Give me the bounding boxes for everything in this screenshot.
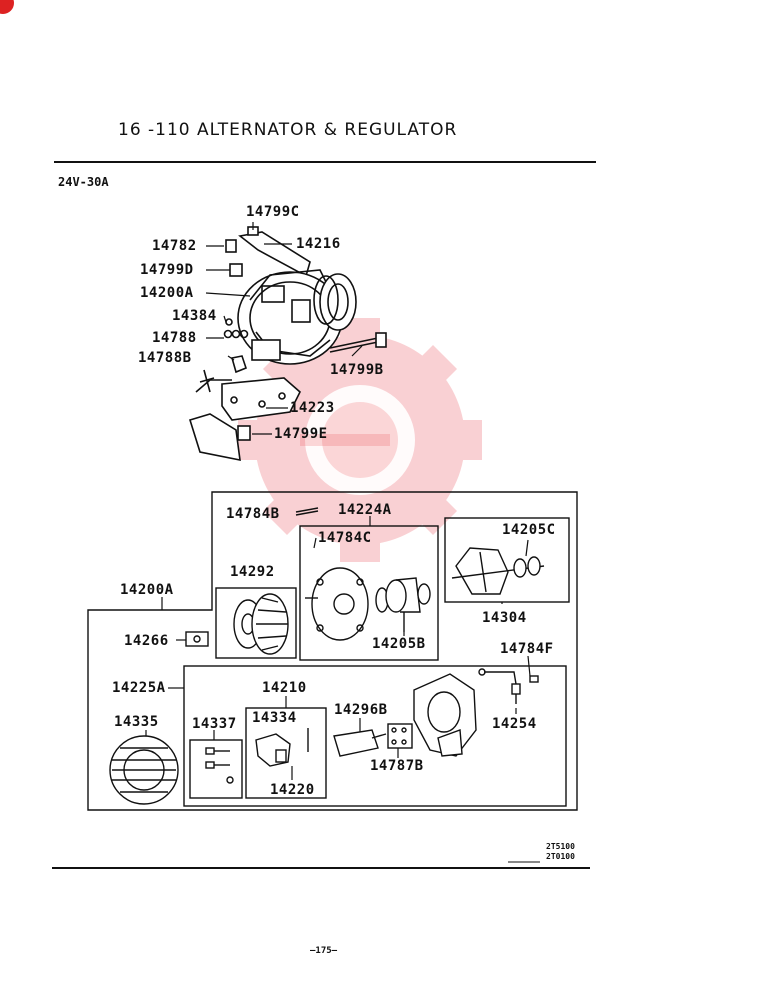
part-label-14335: 14335 <box>114 714 159 730</box>
part-label-14784F: 14784F <box>500 641 554 657</box>
title-rule <box>54 161 596 163</box>
part-label-14266: 14266 <box>124 633 169 649</box>
part-label-14799C: 14799C <box>246 204 300 220</box>
part-label-14384: 14384 <box>172 308 217 324</box>
page-title: 16 -110 ALTERNATOR & REGULATOR <box>118 120 458 140</box>
part-label-14200A-box: 14200A <box>120 582 174 598</box>
part-label-14210: 14210 <box>262 680 307 696</box>
variant-label: 24V-30A <box>58 175 109 189</box>
diagram-code-list: 2T5100 2T0100 <box>546 842 575 862</box>
part-label-14788B: 14788B <box>138 350 192 366</box>
part-label-14292: 14292 <box>230 564 275 580</box>
part-label-14799E: 14799E <box>274 426 328 442</box>
part-label-14799D: 14799D <box>140 262 194 278</box>
part-label-14296B: 14296B <box>334 702 388 718</box>
part-label-14254: 14254 <box>492 716 537 732</box>
part-label-14223: 14223 <box>290 400 335 416</box>
part-label-14304: 14304 <box>482 610 527 626</box>
part-label-14784C: 14784C <box>318 530 372 546</box>
part-label-14220: 14220 <box>270 782 315 798</box>
part-label-14334: 14334 <box>252 710 297 726</box>
diagram-code: 2T0100 <box>546 852 575 861</box>
part-label-14205B: 14205B <box>372 636 426 652</box>
part-label-14788: 14788 <box>152 330 197 346</box>
part-label-14784B: 14784B <box>226 506 280 522</box>
part-label-14225A: 14225A <box>112 680 166 696</box>
part-label-14205C: 14205C <box>502 522 556 538</box>
part-label-14782: 14782 <box>152 238 197 254</box>
part-label-14200A-top: 14200A <box>140 285 194 301</box>
part-label-14224A: 14224A <box>338 502 392 518</box>
page-number: —175— <box>310 946 338 956</box>
corner-stamp-icon <box>0 0 14 14</box>
part-label-14337: 14337 <box>192 716 237 732</box>
part-label-14787B: 14787B <box>370 758 424 774</box>
part-label-14799B: 14799B <box>330 362 384 378</box>
diagram-code: 2T5100 <box>546 842 575 851</box>
part-label-14216: 14216 <box>296 236 341 252</box>
